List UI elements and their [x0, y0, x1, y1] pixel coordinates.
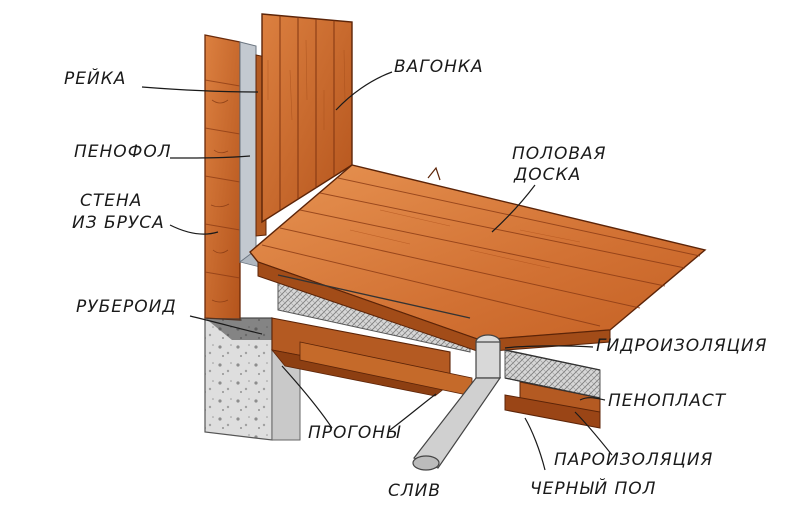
- leader-lines: [141, 71, 613, 471]
- label-vapor-barrier: ПАРОИЗОЛЯЦИЯ: [554, 450, 714, 470]
- label-subfloor: ЧЕРНЫЙ ПОЛ: [530, 479, 657, 499]
- lining-panel: [261, 13, 353, 224]
- floor-boards: [249, 164, 707, 353]
- label-lining: ВАГОНКА: [394, 57, 484, 77]
- membranes: [277, 274, 601, 399]
- beam-wall: [204, 34, 241, 321]
- label-wall-line2: ИЗ БРУСА: [72, 213, 165, 233]
- label-floorboard-line1: ПОЛОВАЯ: [512, 144, 607, 164]
- label-foam-insulation: ПЕНОПЛАСТ: [608, 391, 727, 411]
- label-waterproofing: ГИДРОИЗОЛЯЦИЯ: [596, 336, 768, 356]
- label-foil: ПЕНОФОЛ: [74, 142, 172, 162]
- label-drain: СЛИВ: [388, 481, 442, 501]
- label-roofing-felt: РУБЕРОИД: [76, 297, 177, 317]
- subfloor: [504, 394, 601, 429]
- label-joists: ПРОГОНЫ: [308, 423, 401, 443]
- drain-pipe: [412, 334, 502, 471]
- label-floorboard-line2: ДОСКА: [514, 165, 582, 185]
- label-batten: РЕЙКА: [64, 69, 127, 89]
- label-wall-line1: СТЕНА: [80, 191, 143, 211]
